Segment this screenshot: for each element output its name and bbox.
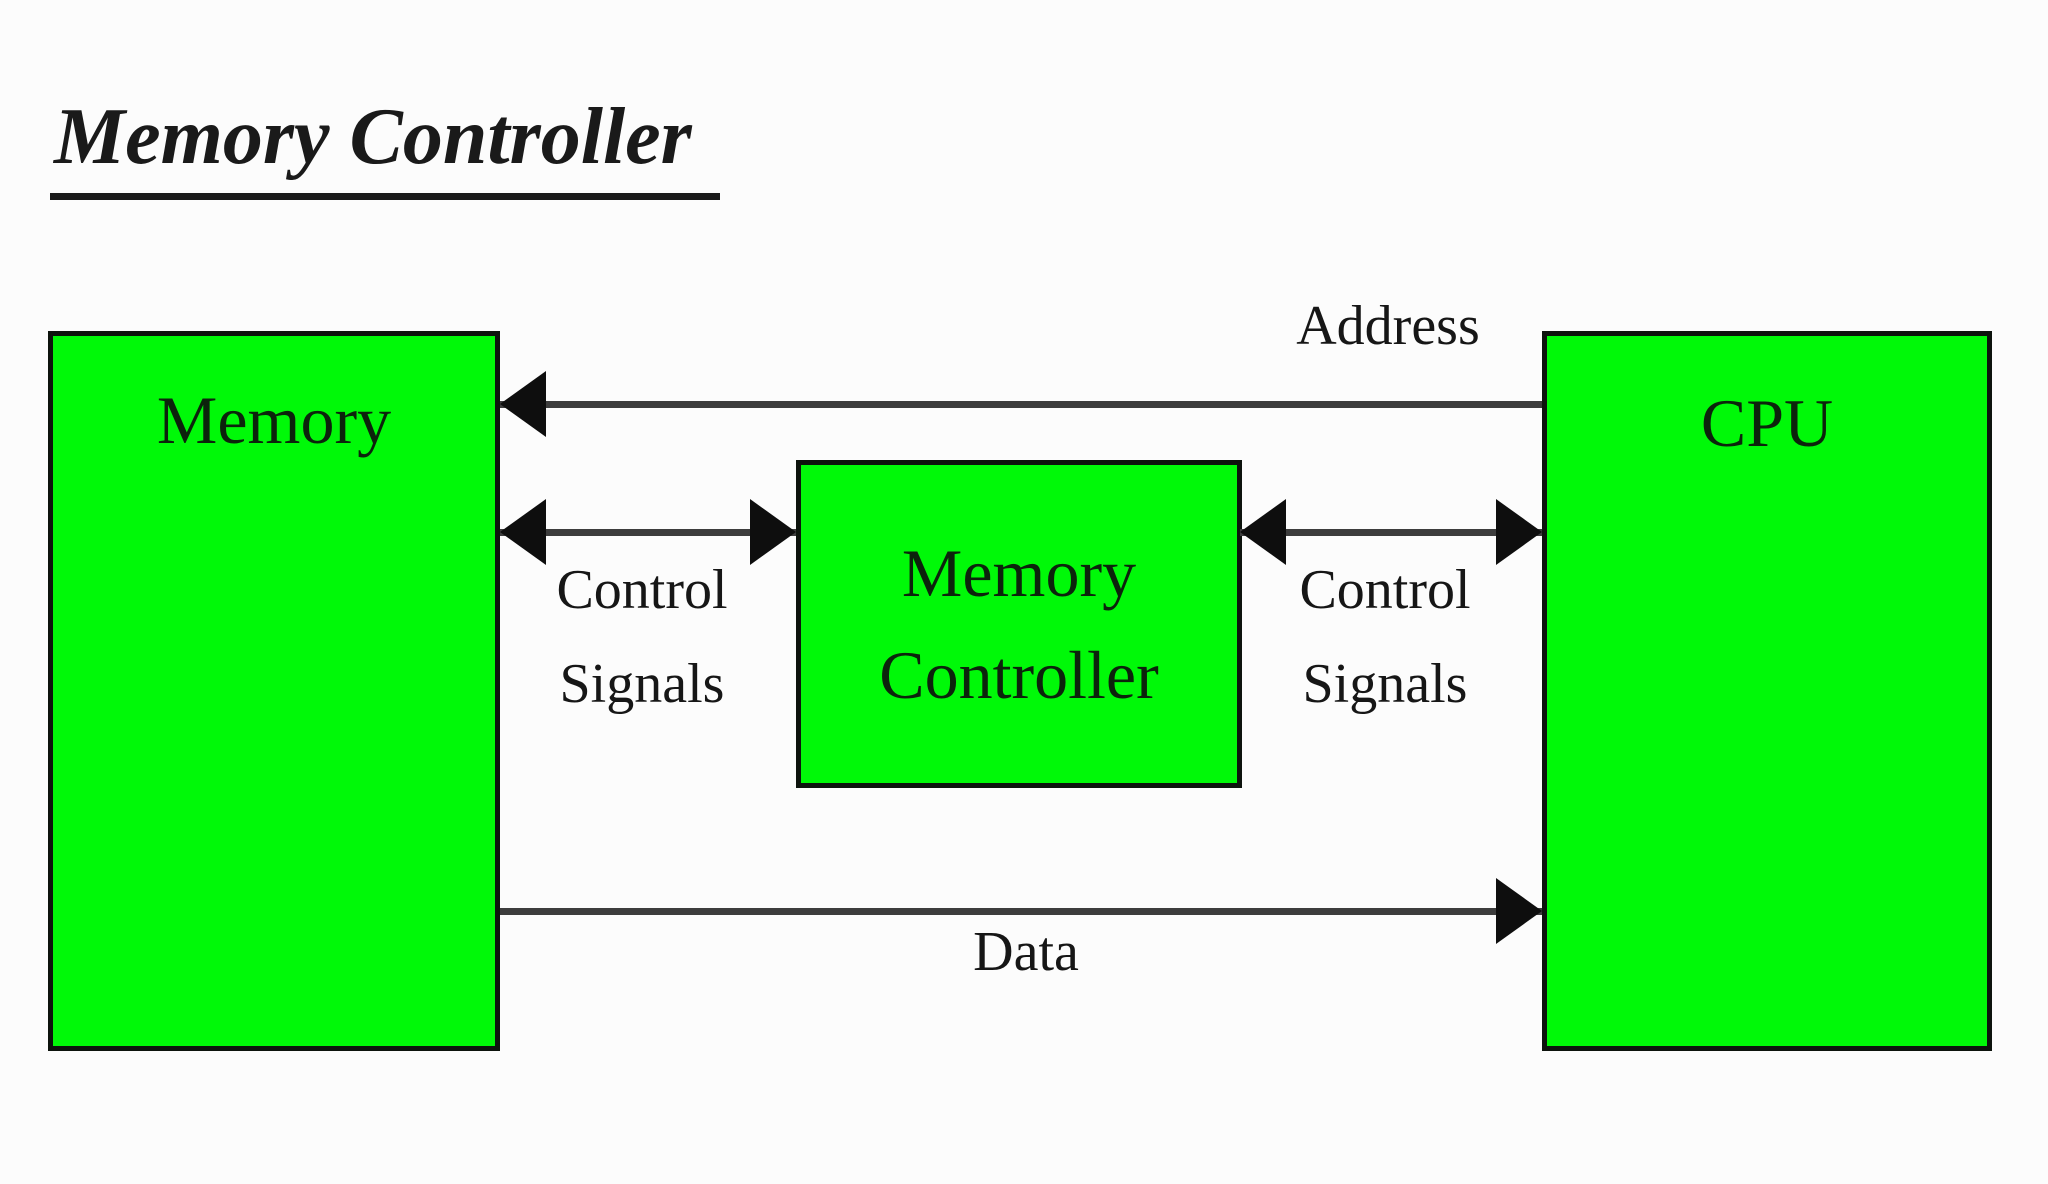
control-signals-right-label-line2: Signals — [1302, 653, 1468, 716]
memory-controller-box-label-line2: Controller — [879, 637, 1159, 713]
control-signals-left-arrowhead-left-icon — [500, 499, 546, 565]
control-signals-left-arrowhead-right-icon — [750, 499, 796, 565]
data-line — [500, 908, 1542, 915]
control-signals-right-label-line1: Control — [1299, 559, 1471, 621]
control-signals-right-arrowhead-left-icon — [1240, 499, 1286, 565]
control-signals-right-label: Control Signals — [1260, 543, 1510, 731]
control-signals-left-label-line2: Signals — [559, 653, 725, 716]
memory-box: Memory — [48, 331, 500, 1051]
control-signals-left-line — [500, 529, 796, 536]
address-label: Address — [1296, 295, 1480, 357]
address-arrowhead-left-icon — [500, 371, 546, 437]
memory-controller-box: Memory Controller — [796, 460, 1242, 788]
address-line — [500, 401, 1542, 408]
control-signals-left-label-line1: Control — [556, 559, 728, 621]
memory-controller-box-label-line1: Memory — [901, 535, 1137, 611]
control-signals-right-line — [1240, 529, 1542, 536]
control-signals-right-arrowhead-right-icon — [1496, 499, 1542, 565]
data-arrowhead-right-icon — [1496, 878, 1542, 944]
page-title: Memory Controller — [50, 92, 720, 200]
cpu-box-label: CPU — [1700, 385, 1834, 461]
control-signals-left-label: Control Signals — [517, 543, 767, 731]
cpu-box: CPU — [1542, 331, 1992, 1051]
data-label: Data — [973, 921, 1079, 983]
memory-box-label: Memory — [156, 382, 392, 458]
